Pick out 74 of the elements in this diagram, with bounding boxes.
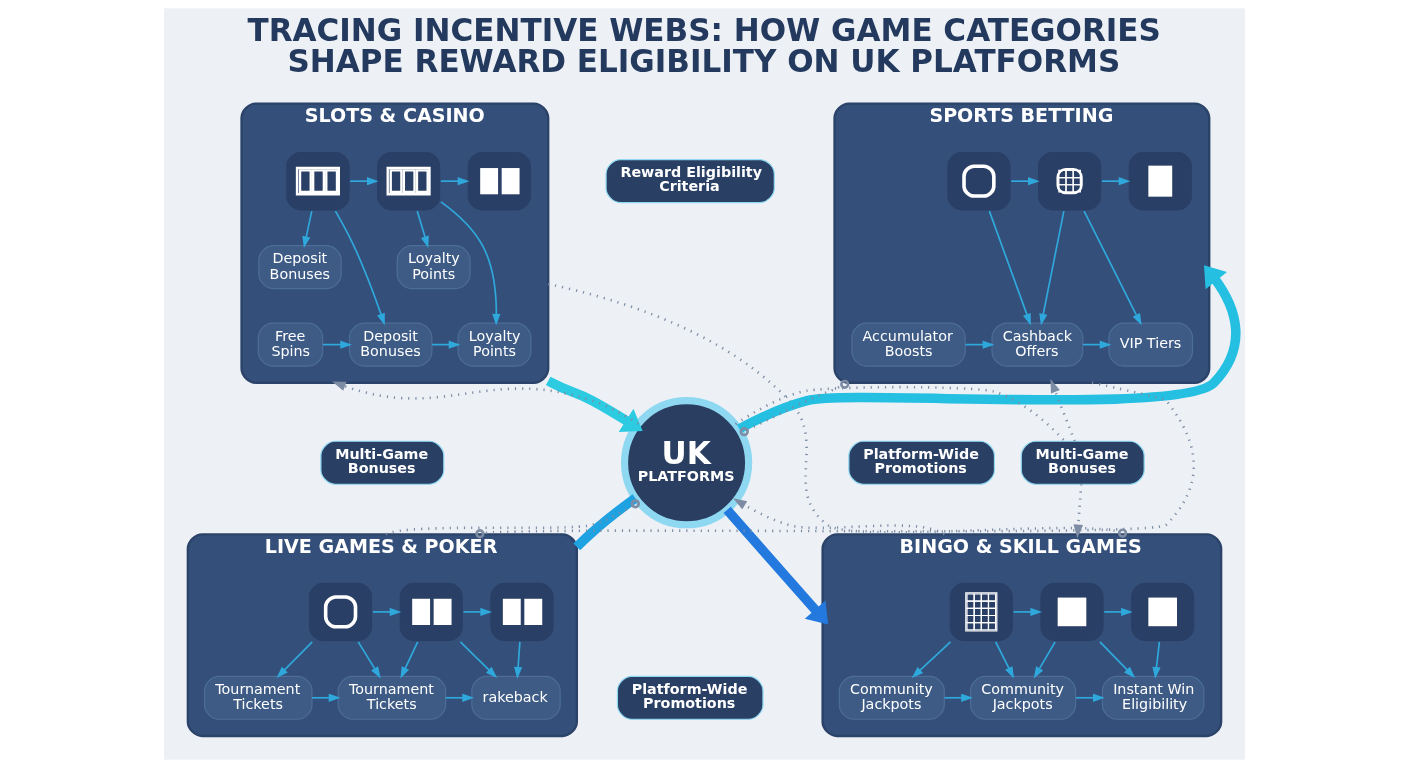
- node-box: Loyalty Points: [457, 322, 531, 367]
- node-box: Tournament Tickets: [337, 675, 446, 720]
- node-picture: [948, 581, 1014, 643]
- arrow: [1038, 210, 1065, 326]
- arrow: [911, 641, 951, 678]
- connector: [547, 282, 1127, 538]
- node-box: Instant Win Eligibility: [1101, 675, 1204, 720]
- arrow: [462, 607, 492, 616]
- node-box: Deposit Bonuses: [348, 322, 432, 367]
- arrow: [1151, 641, 1161, 679]
- arrow: [1033, 641, 1056, 679]
- arrow: [415, 210, 429, 248]
- node-box: Cashback Offers: [990, 322, 1083, 367]
- diagram-title: TRACING INCENTIVE WEBS: HOW GAME CATEGORIES SHAPE REWARD ELIGIBILITY ON UK PLATFORMS: [247, 12, 1161, 80]
- node-box: Free Spins: [257, 322, 323, 367]
- arrow: [348, 177, 379, 186]
- arrow: [732, 498, 945, 536]
- arrow: [439, 177, 469, 186]
- node-box: Platform-Wide Promotions: [616, 675, 764, 720]
- arrow: [1082, 210, 1142, 326]
- arrow: [276, 641, 313, 679]
- arrow: [943, 693, 973, 702]
- arrow: [513, 641, 522, 679]
- arrow: [1074, 693, 1105, 702]
- node-box: rakeback: [470, 675, 561, 720]
- arrow: [356, 641, 381, 679]
- node-box: Reward Eligibility Criteria: [604, 159, 775, 204]
- arrow: [1102, 607, 1133, 616]
- node-picture: [465, 150, 532, 212]
- node-picture: [1126, 150, 1193, 212]
- arrow: [331, 381, 639, 425]
- arrow: [399, 641, 419, 679]
- node-box: Tournament Tickets: [203, 675, 313, 720]
- connector: [739, 379, 849, 437]
- node-box: Multi-Game Bonuses: [1020, 440, 1145, 485]
- arrow: [1049, 379, 1076, 442]
- node-box: Community Jackpots: [838, 675, 945, 720]
- arrow: [994, 641, 1014, 679]
- arrow: [444, 693, 474, 702]
- node-box: Platform-Wide Promotions: [847, 440, 995, 485]
- connector: [474, 381, 1195, 539]
- node-picture: [284, 150, 351, 212]
- arrow: [723, 506, 828, 625]
- node-box: VIP Tiers: [1107, 322, 1193, 367]
- node-picture: [488, 581, 555, 643]
- node-picture: [307, 581, 373, 643]
- arrow: [334, 210, 385, 326]
- node-box: Community Jackpots: [969, 675, 1076, 720]
- node-picture: [1129, 581, 1195, 643]
- node-box: Loyalty Points: [396, 245, 471, 290]
- node-picture: [375, 150, 441, 212]
- arrow: [1009, 177, 1040, 186]
- arrow: [1098, 641, 1135, 679]
- arrow: [988, 210, 1031, 326]
- arrow: [1100, 177, 1130, 186]
- arrow: [371, 607, 401, 616]
- arrow: [545, 376, 643, 433]
- arrow: [439, 200, 500, 326]
- node-box: Accumulator Boosts: [850, 322, 966, 367]
- connector: [734, 385, 1066, 443]
- node-picture: [1036, 150, 1102, 212]
- node-picture: [945, 150, 1012, 212]
- arrow: [459, 641, 497, 678]
- arrow: [736, 265, 1240, 434]
- node-picture: [1038, 581, 1105, 643]
- arrow: [310, 693, 340, 702]
- connector: [385, 499, 640, 536]
- arrow: [1073, 484, 1083, 539]
- node-box: Multi-Game Bonuses: [319, 440, 444, 485]
- arrow: [301, 210, 313, 248]
- node-picture: [397, 581, 464, 643]
- connector: [572, 494, 638, 551]
- node-box: Deposit Bonuses: [257, 245, 342, 290]
- arrow: [1012, 607, 1042, 616]
